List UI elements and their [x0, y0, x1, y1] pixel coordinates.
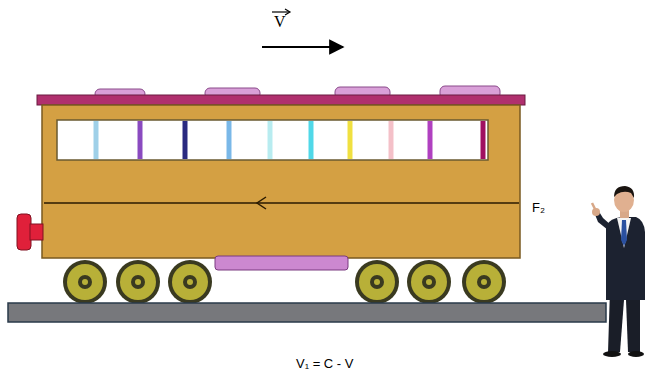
window-dividers: [96, 121, 483, 159]
car-body: [42, 105, 520, 258]
equation-label: V₁ = C - V: [296, 357, 353, 371]
underframe: [215, 256, 348, 270]
observer-man: [592, 186, 645, 357]
ray-arrowhead: [257, 197, 266, 209]
window-strip: [57, 120, 488, 160]
vector-label: V: [274, 13, 286, 31]
wheels: [63, 260, 506, 304]
coupler: [17, 214, 43, 250]
rail: [8, 303, 606, 322]
light-ray: [44, 202, 519, 204]
velocity-arrow: [262, 46, 343, 48]
roof: [37, 95, 525, 105]
force-label: F₂: [532, 201, 545, 215]
